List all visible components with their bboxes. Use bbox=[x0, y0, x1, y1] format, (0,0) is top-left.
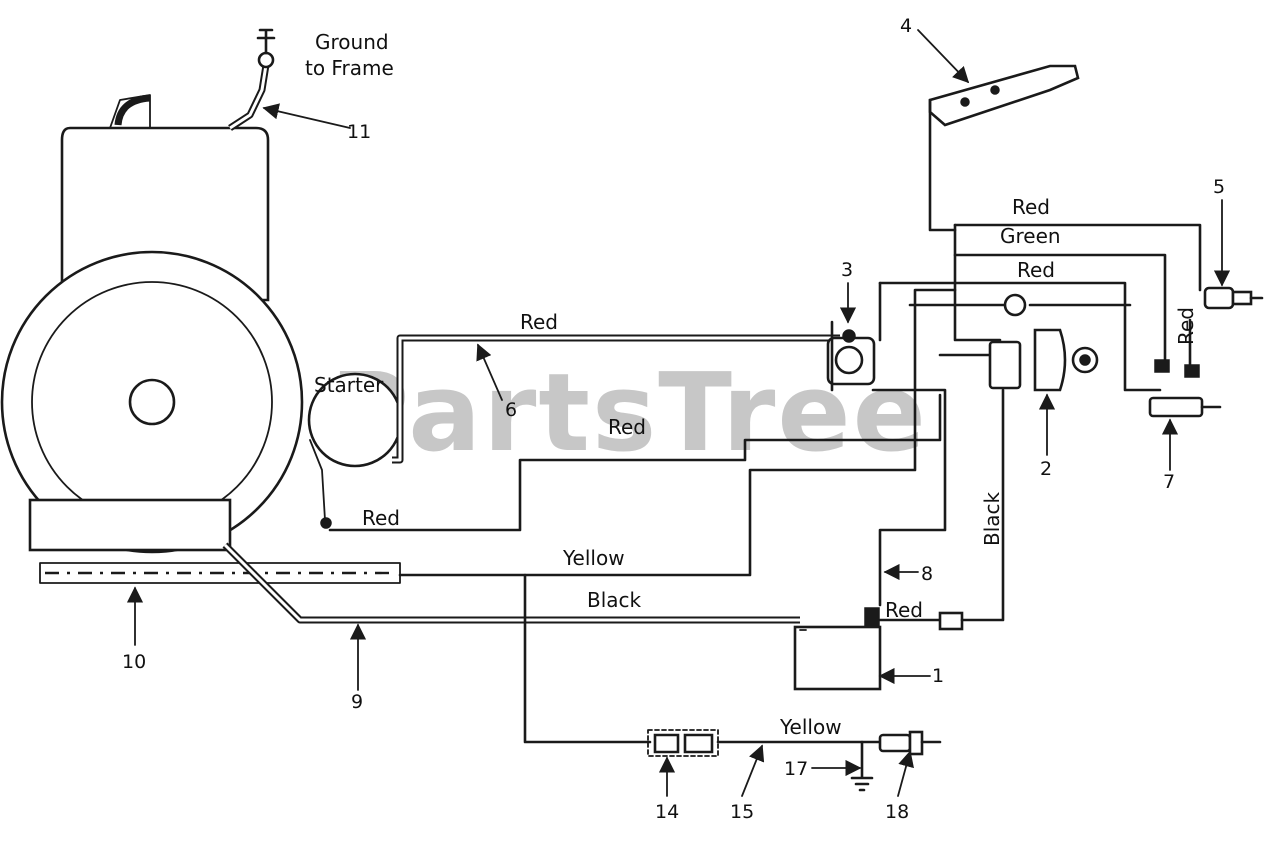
starter-label: Starter bbox=[314, 373, 384, 397]
red-label-battery: Red bbox=[885, 598, 923, 622]
black-label: Black bbox=[587, 588, 642, 612]
ground-symbol bbox=[109, 94, 151, 129]
ignition-switch bbox=[988, 293, 1099, 392]
callout-15: 15 bbox=[730, 801, 754, 823]
starter-motor bbox=[307, 372, 403, 529]
callout-18: 18 bbox=[885, 801, 909, 823]
red-label-second: Red bbox=[1017, 258, 1055, 282]
mounting-bracket bbox=[928, 64, 1080, 232]
callout-1: 1 bbox=[932, 665, 944, 687]
green-label: Green bbox=[1000, 224, 1061, 248]
starter-cable bbox=[392, 334, 840, 464]
leader-lines bbox=[126, 29, 1231, 797]
connector bbox=[1154, 359, 1170, 373]
callout-14: 14 bbox=[655, 801, 679, 823]
black-lead bbox=[523, 573, 652, 744]
pto-switch bbox=[850, 730, 942, 792]
callout-7: 7 bbox=[1163, 471, 1175, 493]
callout-10: 10 bbox=[122, 651, 146, 673]
harness bbox=[878, 223, 1202, 392]
callout-5: 5 bbox=[1213, 176, 1225, 198]
yellow-label: Yellow bbox=[562, 546, 625, 570]
frame-rail bbox=[39, 562, 401, 584]
red-label-top: Red bbox=[1012, 195, 1050, 219]
callout-6: 6 bbox=[505, 399, 517, 421]
callout-4: 4 bbox=[900, 15, 912, 37]
red-label-mid: Red bbox=[608, 415, 646, 439]
bottom-connector bbox=[647, 729, 882, 757]
red-stepped-wire bbox=[328, 393, 942, 532]
red-label-6: Red bbox=[520, 310, 558, 334]
callout-9: 9 bbox=[351, 691, 363, 713]
battery bbox=[793, 607, 882, 691]
ground-label-line1: Ground bbox=[315, 30, 389, 54]
connector bbox=[1184, 364, 1200, 378]
yellow-label-bottom: Yellow bbox=[779, 715, 842, 739]
callout-11: 11 bbox=[347, 121, 371, 143]
battery-positive-lead bbox=[871, 388, 947, 607]
callout-2: 2 bbox=[1040, 458, 1052, 480]
watermark: PartsTree bbox=[330, 351, 928, 476]
callout-3: 3 bbox=[841, 259, 853, 281]
fuse-holder bbox=[878, 388, 1005, 631]
ground-label-line2: to Frame bbox=[305, 56, 394, 80]
yellow-wire bbox=[398, 288, 957, 577]
callout-17: 17 bbox=[784, 758, 808, 780]
battery-ground-cable bbox=[222, 542, 800, 624]
red-label-vertical: Red bbox=[1174, 307, 1198, 345]
safety-switch bbox=[1148, 396, 1222, 418]
callout-8: 8 bbox=[921, 563, 933, 585]
ground-strap bbox=[228, 28, 276, 131]
engine bbox=[0, 126, 304, 554]
red-label-starter: Red bbox=[362, 506, 400, 530]
seat-switch bbox=[1203, 286, 1264, 310]
black-label-vertical: Black bbox=[980, 491, 1004, 546]
solenoid bbox=[826, 320, 876, 392]
